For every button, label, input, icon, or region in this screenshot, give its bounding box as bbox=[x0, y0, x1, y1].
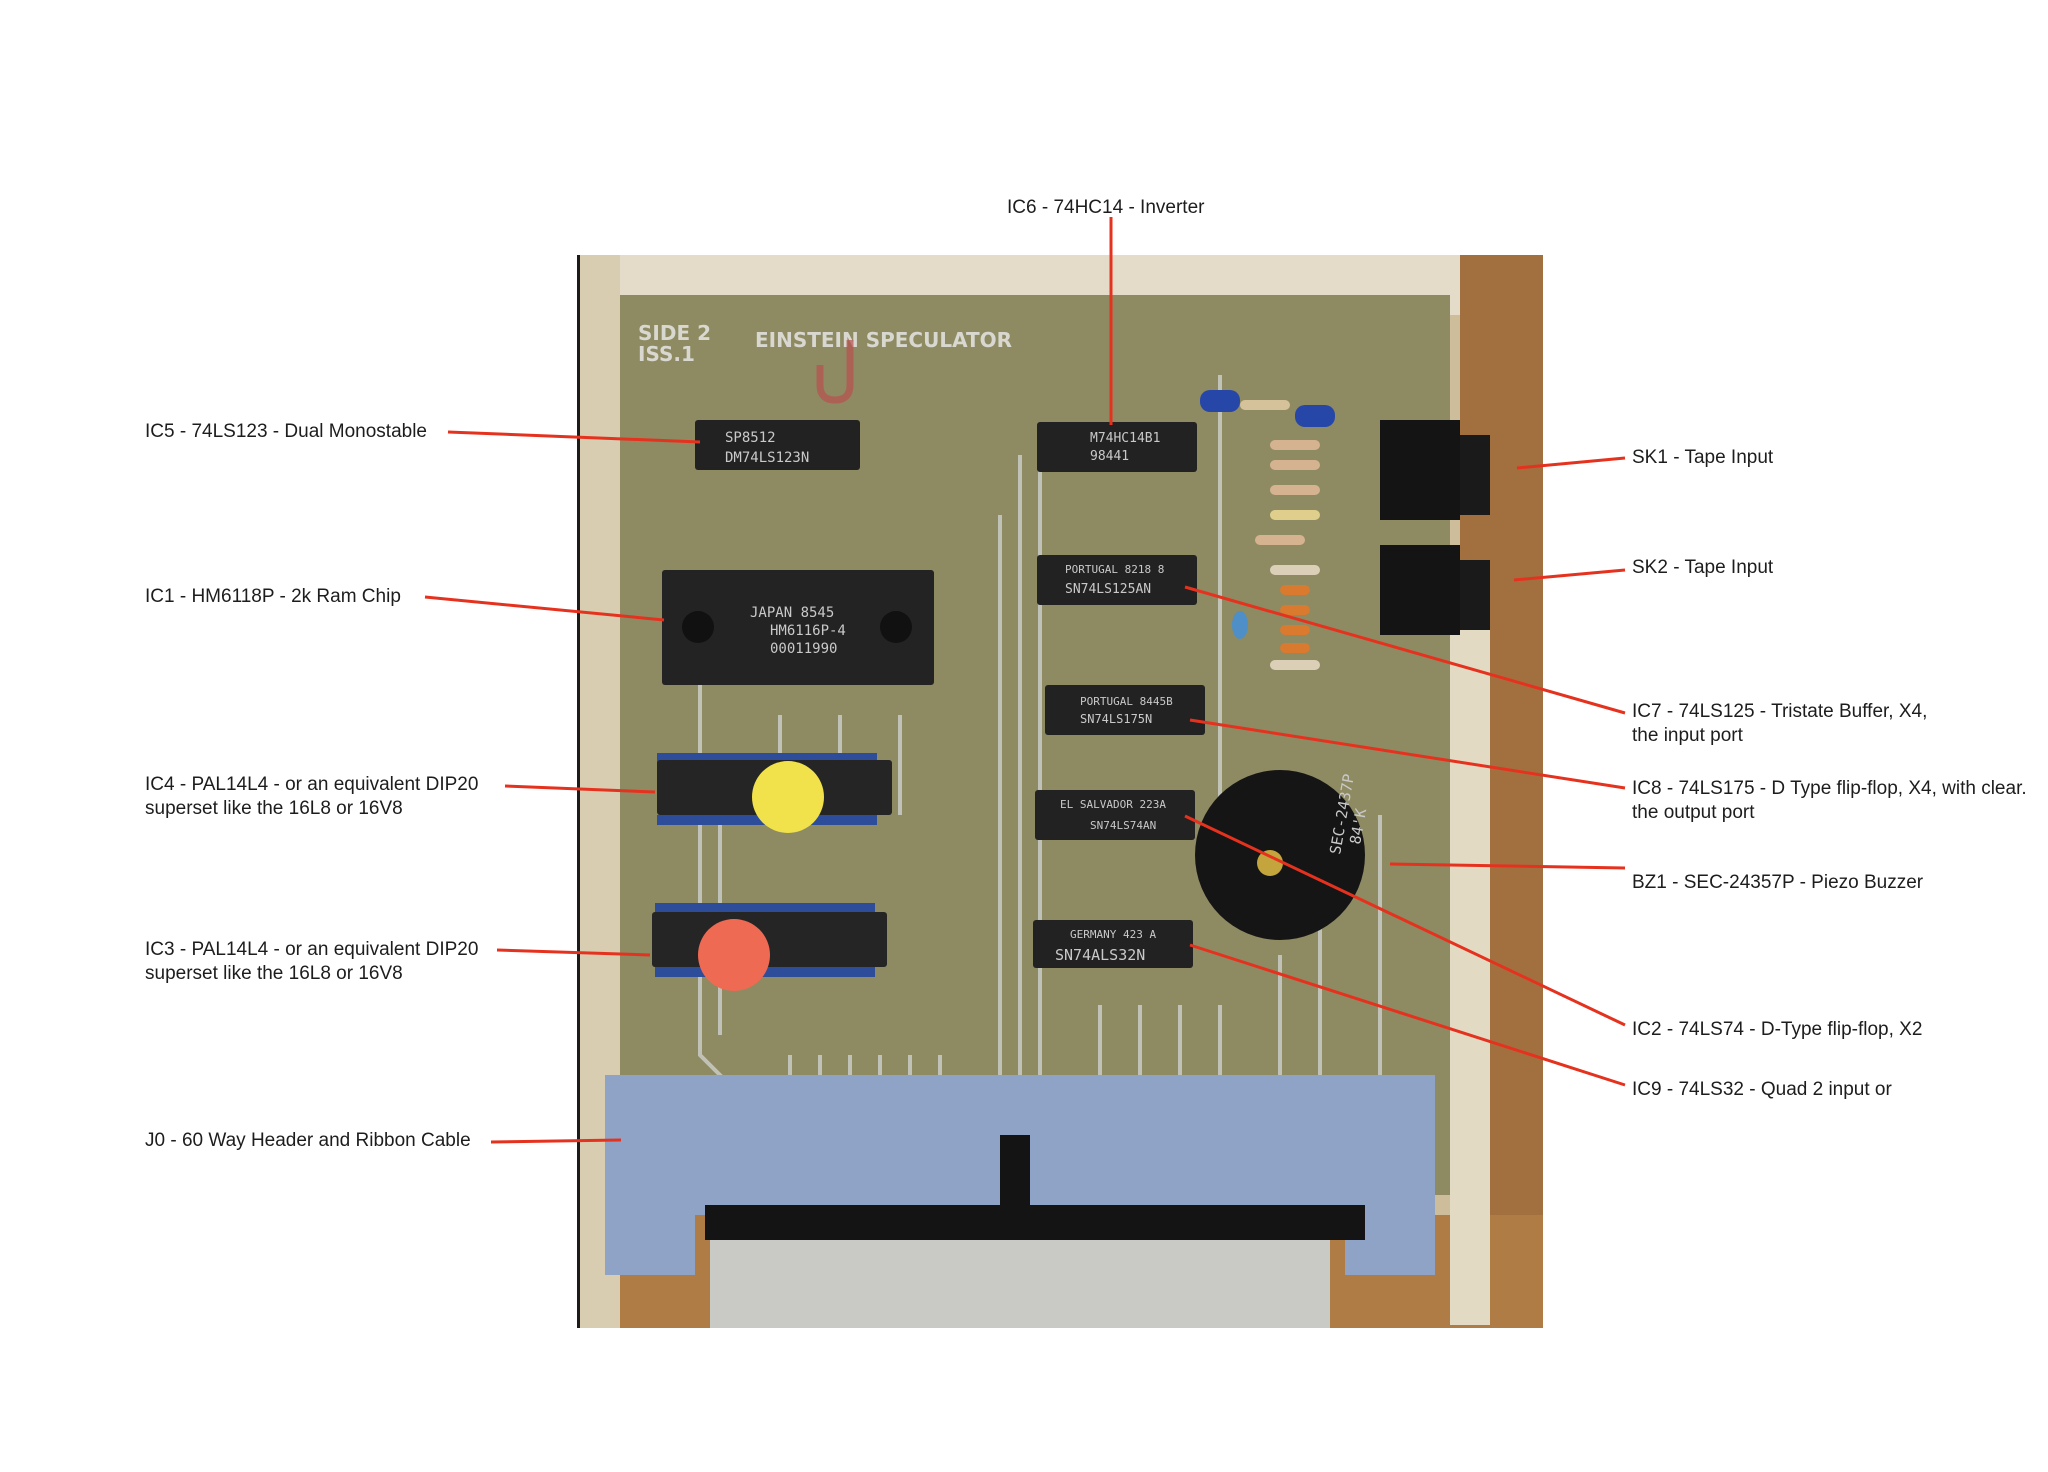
svg-text:98441: 98441 bbox=[1090, 449, 1129, 464]
annotation-ic3-line2: superset like the 16L8 or 16V8 bbox=[145, 963, 403, 984]
ribbon-cable bbox=[710, 1240, 1330, 1328]
svg-text:SN74ALS32N: SN74ALS32N bbox=[1055, 946, 1145, 964]
annotation-ic4-line2: superset like the 16L8 or 16V8 bbox=[145, 798, 403, 819]
svg-text:PORTUGAL 8218 8: PORTUGAL 8218 8 bbox=[1065, 563, 1164, 576]
silkscreen-title: EINSTEIN SPECULATOR bbox=[755, 328, 1012, 352]
annotation-sk2: SK2 - Tape Input bbox=[1632, 556, 1773, 580]
case-right-wall bbox=[1450, 625, 1490, 1325]
annotation-j0: J0 - 60 Way Header and Ribbon Cable bbox=[145, 1129, 471, 1153]
red-dot bbox=[698, 919, 770, 991]
svg-text:00011990: 00011990 bbox=[770, 641, 837, 657]
annotation-ic7: IC7 - 74LS125 - Tristate Buffer, X4, the… bbox=[1632, 700, 1927, 748]
silkscreen-issue: ISS.1 bbox=[638, 342, 695, 366]
chip-ic9: GERMANY 423 A SN74ALS32N bbox=[1033, 920, 1193, 968]
svg-text:SP8512: SP8512 bbox=[725, 430, 776, 446]
red-marker-d bbox=[816, 340, 854, 404]
svg-text:EL SALVADOR 223A: EL SALVADOR 223A bbox=[1060, 798, 1166, 811]
board-photo: SIDE 2 ISS.1 EINSTEIN SPECULATOR SP8512 … bbox=[577, 255, 1543, 1328]
svg-text:SN74LS125AN: SN74LS125AN bbox=[1065, 582, 1151, 597]
annotation-ic2-line1: IC2 - 74LS74 - D-Type flip-flop, X2 bbox=[1632, 1019, 1923, 1040]
chip-ic6: M74HC14B1 98441 bbox=[1037, 422, 1197, 472]
chip-ic8: PORTUGAL 8445B SN74LS175N bbox=[1045, 685, 1205, 735]
svg-text:M74HC14B1: M74HC14B1 bbox=[1090, 431, 1160, 446]
annotation-j0-line1: J0 - 60 Way Header and Ribbon Cable bbox=[145, 1130, 471, 1151]
annotation-ic5-line1: IC5 - 74LS123 - Dual Monostable bbox=[145, 421, 427, 442]
annotation-ic3: IC3 - PAL14L4 - or an equivalent DIP20 s… bbox=[145, 938, 478, 986]
svg-text:SN74LS74AN: SN74LS74AN bbox=[1090, 819, 1156, 832]
chip-ic3 bbox=[652, 903, 887, 991]
annotation-ic1-line1: IC1 - HM6118P - 2k Ram Chip bbox=[145, 586, 401, 607]
annotation-sk1-line1: SK1 - Tape Input bbox=[1632, 447, 1774, 468]
jack-sk1 bbox=[1380, 420, 1490, 520]
annotation-bz1-line1: BZ1 - SEC-24357P - Piezo Buzzer bbox=[1632, 872, 1924, 893]
svg-text:PORTUGAL 8445B: PORTUGAL 8445B bbox=[1080, 695, 1173, 708]
annotation-ic8-line2: the output port bbox=[1632, 802, 1755, 823]
pcb-illustration: SIDE 2 ISS.1 EINSTEIN SPECULATOR SP8512 … bbox=[580, 255, 1543, 1328]
annotation-sk1: SK1 - Tape Input bbox=[1632, 446, 1773, 470]
annotation-ic4-line1: IC4 - PAL14L4 - or an equivalent DIP20 bbox=[145, 774, 479, 795]
chip-ic4 bbox=[657, 753, 892, 833]
annotation-ic8-line1: IC8 - 74LS175 - D Type flip-flop, X4, wi… bbox=[1632, 778, 2027, 799]
annotation-ic9: IC9 - 74LS32 - Quad 2 input or bbox=[1632, 1078, 1892, 1102]
annotation-bz1: BZ1 - SEC-24357P - Piezo Buzzer bbox=[1632, 871, 1923, 895]
annotation-ic1: IC1 - HM6118P - 2k Ram Chip bbox=[145, 585, 401, 609]
svg-text:DM74LS123N: DM74LS123N bbox=[725, 450, 809, 466]
chip-ic2: EL SALVADOR 223A SN74LS74AN bbox=[1035, 790, 1195, 840]
annotation-ic7-line2: the input port bbox=[1632, 725, 1743, 746]
svg-text:JAPAN 8545: JAPAN 8545 bbox=[750, 605, 834, 621]
chip-ic5: SP8512 DM74LS123N bbox=[695, 420, 860, 470]
svg-text:HM6116P-4: HM6116P-4 bbox=[770, 623, 846, 639]
chip-ic7: PORTUGAL 8218 8 SN74LS125AN bbox=[1037, 555, 1197, 605]
chip-ic1: JAPAN 8545 HM6116P-4 00011990 bbox=[662, 570, 934, 685]
yellow-dot bbox=[752, 761, 824, 833]
annotation-sk2-line1: SK2 - Tape Input bbox=[1632, 557, 1774, 578]
svg-text:SN74LS175N: SN74LS175N bbox=[1080, 712, 1152, 726]
annotation-ic3-line1: IC3 - PAL14L4 - or an equivalent DIP20 bbox=[145, 939, 479, 960]
annotation-ic5: IC5 - 74LS123 - Dual Monostable bbox=[145, 420, 427, 444]
annotation-ic7-line1: IC7 - 74LS125 - Tristate Buffer, X4, bbox=[1632, 701, 1928, 722]
silkscreen-side: SIDE 2 bbox=[638, 321, 711, 345]
header-j0 bbox=[605, 1075, 1435, 1275]
annotation-ic2: IC2 - 74LS74 - D-Type flip-flop, X2 bbox=[1632, 1018, 1922, 1042]
annotation-ic8: IC8 - 74LS175 - D Type flip-flop, X4, wi… bbox=[1632, 777, 2027, 825]
annotation-ic4: IC4 - PAL14L4 - or an equivalent DIP20 s… bbox=[145, 773, 478, 821]
svg-text:GERMANY 423 A: GERMANY 423 A bbox=[1070, 928, 1156, 941]
annotation-ic6-line1: IC6 - 74HC14 - Inverter bbox=[1007, 197, 1205, 218]
annotation-ic9-line1: IC9 - 74LS32 - Quad 2 input or bbox=[1632, 1079, 1892, 1100]
annotation-ic6: IC6 - 74HC14 - Inverter bbox=[1007, 196, 1204, 220]
